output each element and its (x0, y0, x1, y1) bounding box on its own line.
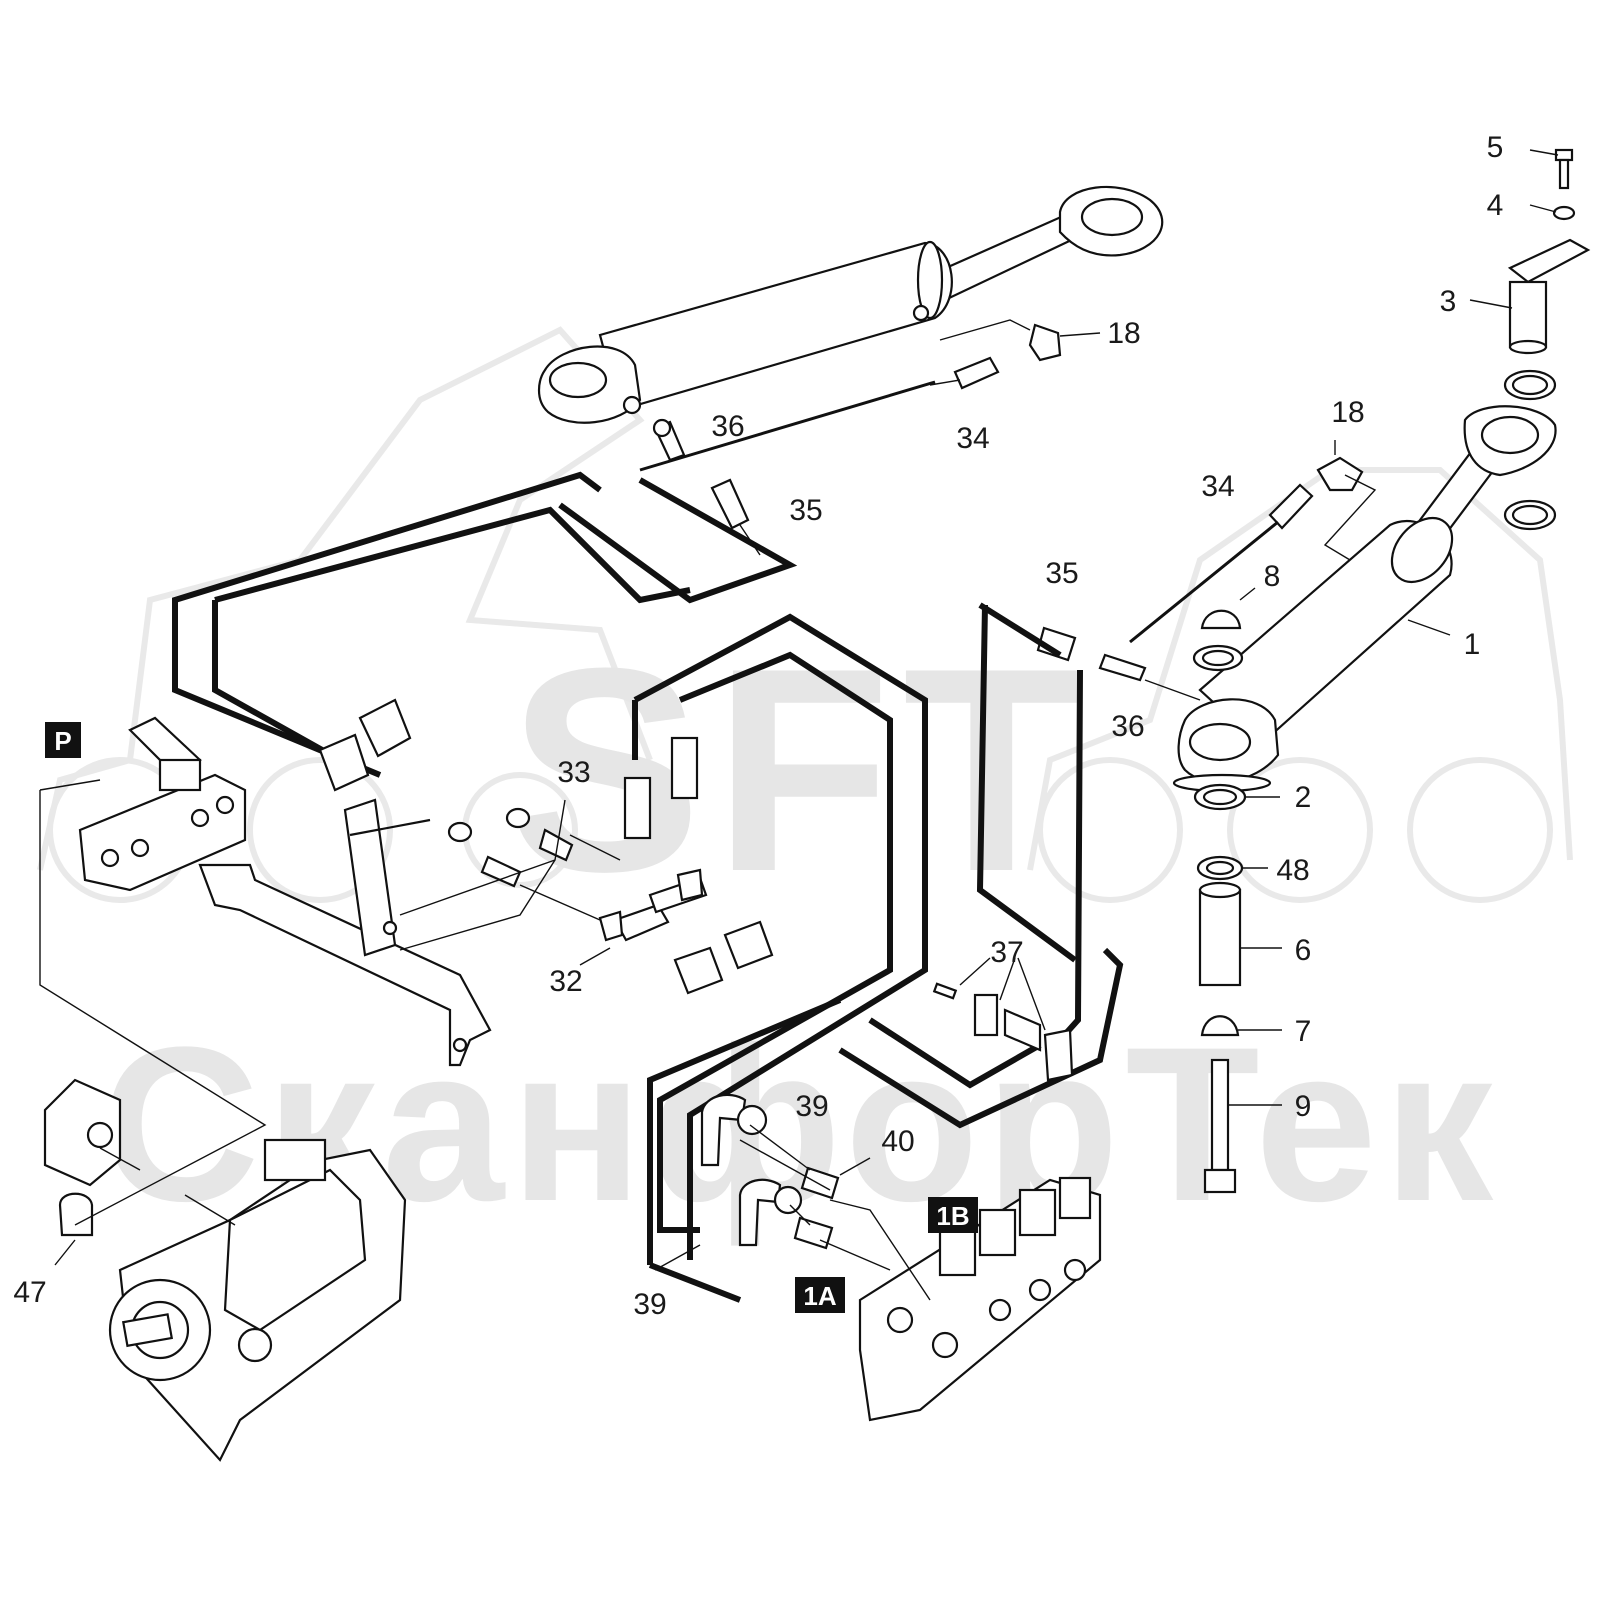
callout-35-right: 35 (1045, 557, 1078, 590)
callout-37: 37 (990, 936, 1023, 969)
svg-text:1B: 1B (936, 1201, 969, 1231)
callout-33: 33 (557, 756, 590, 789)
tee-fittings-32 (598, 868, 708, 942)
callout-47: 47 (13, 1276, 46, 1309)
tag-p: P (45, 722, 81, 758)
watermark-tractor-left (37, 326, 653, 903)
callout-5: 5 (1487, 131, 1504, 164)
fitting-18-right (1316, 456, 1364, 492)
seal-ring-2 (1193, 783, 1247, 811)
bolt-5 (1554, 148, 1574, 190)
callout-18-right: 18 (1331, 396, 1364, 429)
fitting-36-upper (652, 418, 686, 462)
manifold-block (43, 1078, 122, 1187)
callout-8: 8 (1264, 560, 1281, 593)
hose-end-34-upper (639, 356, 1000, 472)
callout-1: 1 (1464, 628, 1481, 661)
callout-labels: 5 4 3 18 18 36 34 35 34 35 8 1 36 33 2 4… (13, 131, 1503, 1321)
callout-32: 32 (549, 965, 582, 998)
svg-text:P: P (54, 726, 71, 756)
watermark-logo: SFT (508, 608, 1092, 932)
bushing-ring-upper (1503, 369, 1557, 401)
callout-9: 9 (1295, 1090, 1312, 1123)
elbow-fittings-39 (700, 1093, 803, 1247)
callout-34-upper: 34 (956, 422, 989, 455)
right-hydraulic-cylinder (1172, 405, 1557, 793)
bushing-ring-lower (1503, 499, 1557, 531)
control-valve-block (858, 1176, 1102, 1422)
tag-1b: 1B (928, 1197, 978, 1233)
cone-7 (1200, 1015, 1240, 1037)
svg-text:1A: 1A (803, 1281, 836, 1311)
fitting-47 (58, 1192, 94, 1237)
callout-18-upper: 18 (1107, 317, 1140, 350)
fitting-36-right (1098, 653, 1147, 682)
hose-ends-left (318, 698, 412, 792)
hose-end-34-right (1129, 483, 1314, 644)
hose-ends-lower (673, 920, 774, 995)
callout-36-upper: 36 (711, 410, 744, 443)
pin-3 (1507, 238, 1591, 355)
hydraulic-pump (108, 1138, 407, 1462)
grease-cap-8 (1200, 609, 1242, 630)
callout-39-lower: 39 (633, 1288, 666, 1321)
ring-upper-8 (1192, 644, 1244, 672)
clamp-set-37 (932, 982, 1074, 1082)
fitting-18-upper (1028, 323, 1062, 362)
nuts-33 (447, 807, 574, 888)
upper-hydraulic-cylinder (537, 185, 1164, 424)
callout-7: 7 (1295, 1015, 1312, 1048)
callout-40: 40 (881, 1125, 914, 1158)
callout-35-upper: 35 (789, 494, 822, 527)
hose-ends-vertical (623, 736, 699, 840)
callout-2: 2 (1295, 781, 1312, 814)
valve-block-p (78, 716, 247, 892)
callout-6: 6 (1295, 934, 1312, 967)
mounting-bracket (198, 798, 492, 1067)
bolt-9 (1203, 1058, 1237, 1194)
callout-48: 48 (1276, 854, 1309, 887)
callout-39-upper: 39 (795, 1090, 828, 1123)
leader-lines (39, 149, 1559, 1301)
sleeve-6 (1198, 881, 1242, 987)
callout-4: 4 (1487, 189, 1504, 222)
callout-3: 3 (1440, 285, 1457, 318)
tag-1a: 1A (795, 1277, 845, 1313)
washer-4 (1552, 205, 1576, 221)
callout-36-right: 36 (1111, 710, 1144, 743)
callout-34-right: 34 (1201, 470, 1234, 503)
seal-ring-48 (1196, 855, 1244, 881)
